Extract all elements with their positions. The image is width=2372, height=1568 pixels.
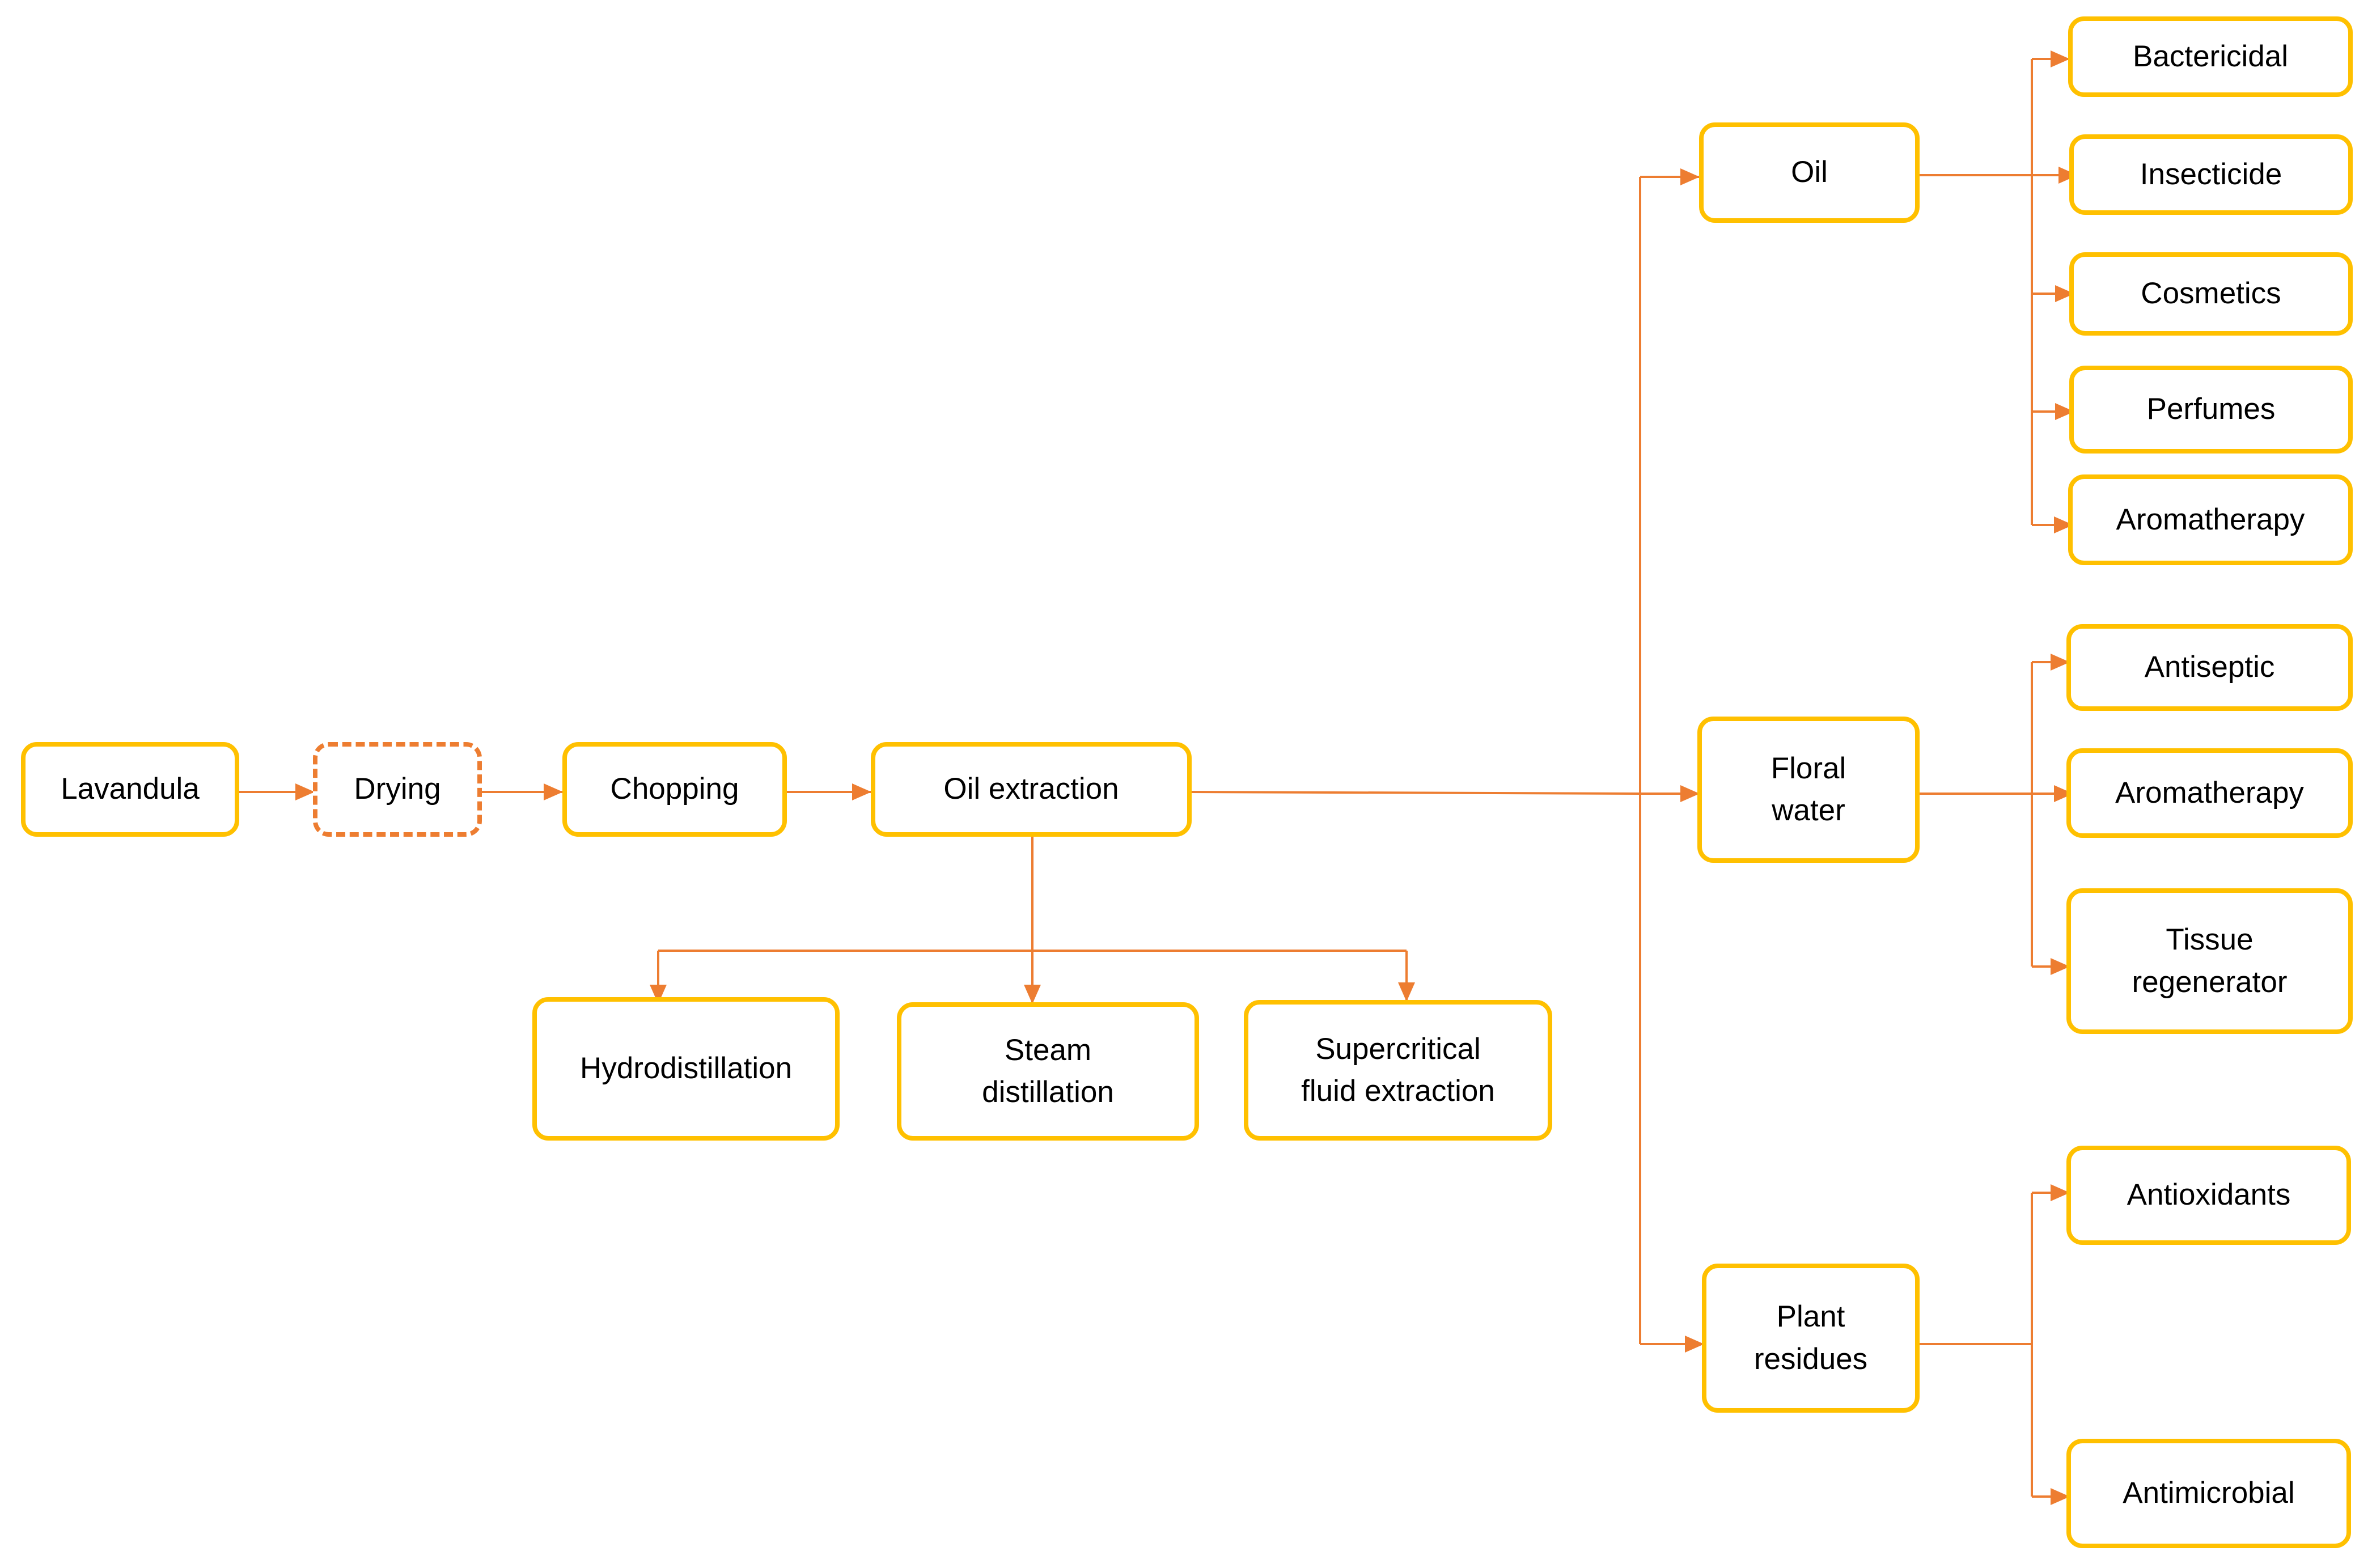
plant-residues-node: Plant residues [1702, 1264, 1920, 1413]
aromatherapy-water-node: Aromatherapy [2066, 748, 2353, 838]
perfumes-node: Perfumes [2069, 366, 2353, 454]
antiseptic-node: Antiseptic [2066, 624, 2353, 711]
connector-extraction-to-products [1190, 791, 1641, 795]
bactericidal-node: Bactericidal [2068, 16, 2353, 97]
supercritical-fluid-extraction-node: Supercritical fluid extraction [1244, 1000, 1552, 1141]
chopping-node: Chopping [562, 742, 787, 837]
antioxidants-node: Antioxidants [2066, 1146, 2351, 1245]
drying-node: Drying [313, 742, 482, 837]
insecticide-node: Insecticide [2069, 134, 2353, 215]
cosmetics-node: Cosmetics [2069, 252, 2353, 336]
lavandula-node: Lavandula [21, 742, 239, 837]
tissue-regenerator-node: Tissue regenerator [2066, 888, 2353, 1034]
steam-distillation-node: Steam distillation [897, 1002, 1199, 1141]
oil-node: Oil [1699, 122, 1920, 223]
aromatherapy-oil-node: Aromatherapy [2068, 474, 2353, 565]
oil-extraction-node: Oil extraction [871, 742, 1192, 837]
floral-water-node: Floral water [1697, 717, 1920, 863]
hydrodistillation-node: Hydrodistillation [532, 997, 840, 1141]
antimicrobial-node: Antimicrobial [2066, 1439, 2351, 1548]
